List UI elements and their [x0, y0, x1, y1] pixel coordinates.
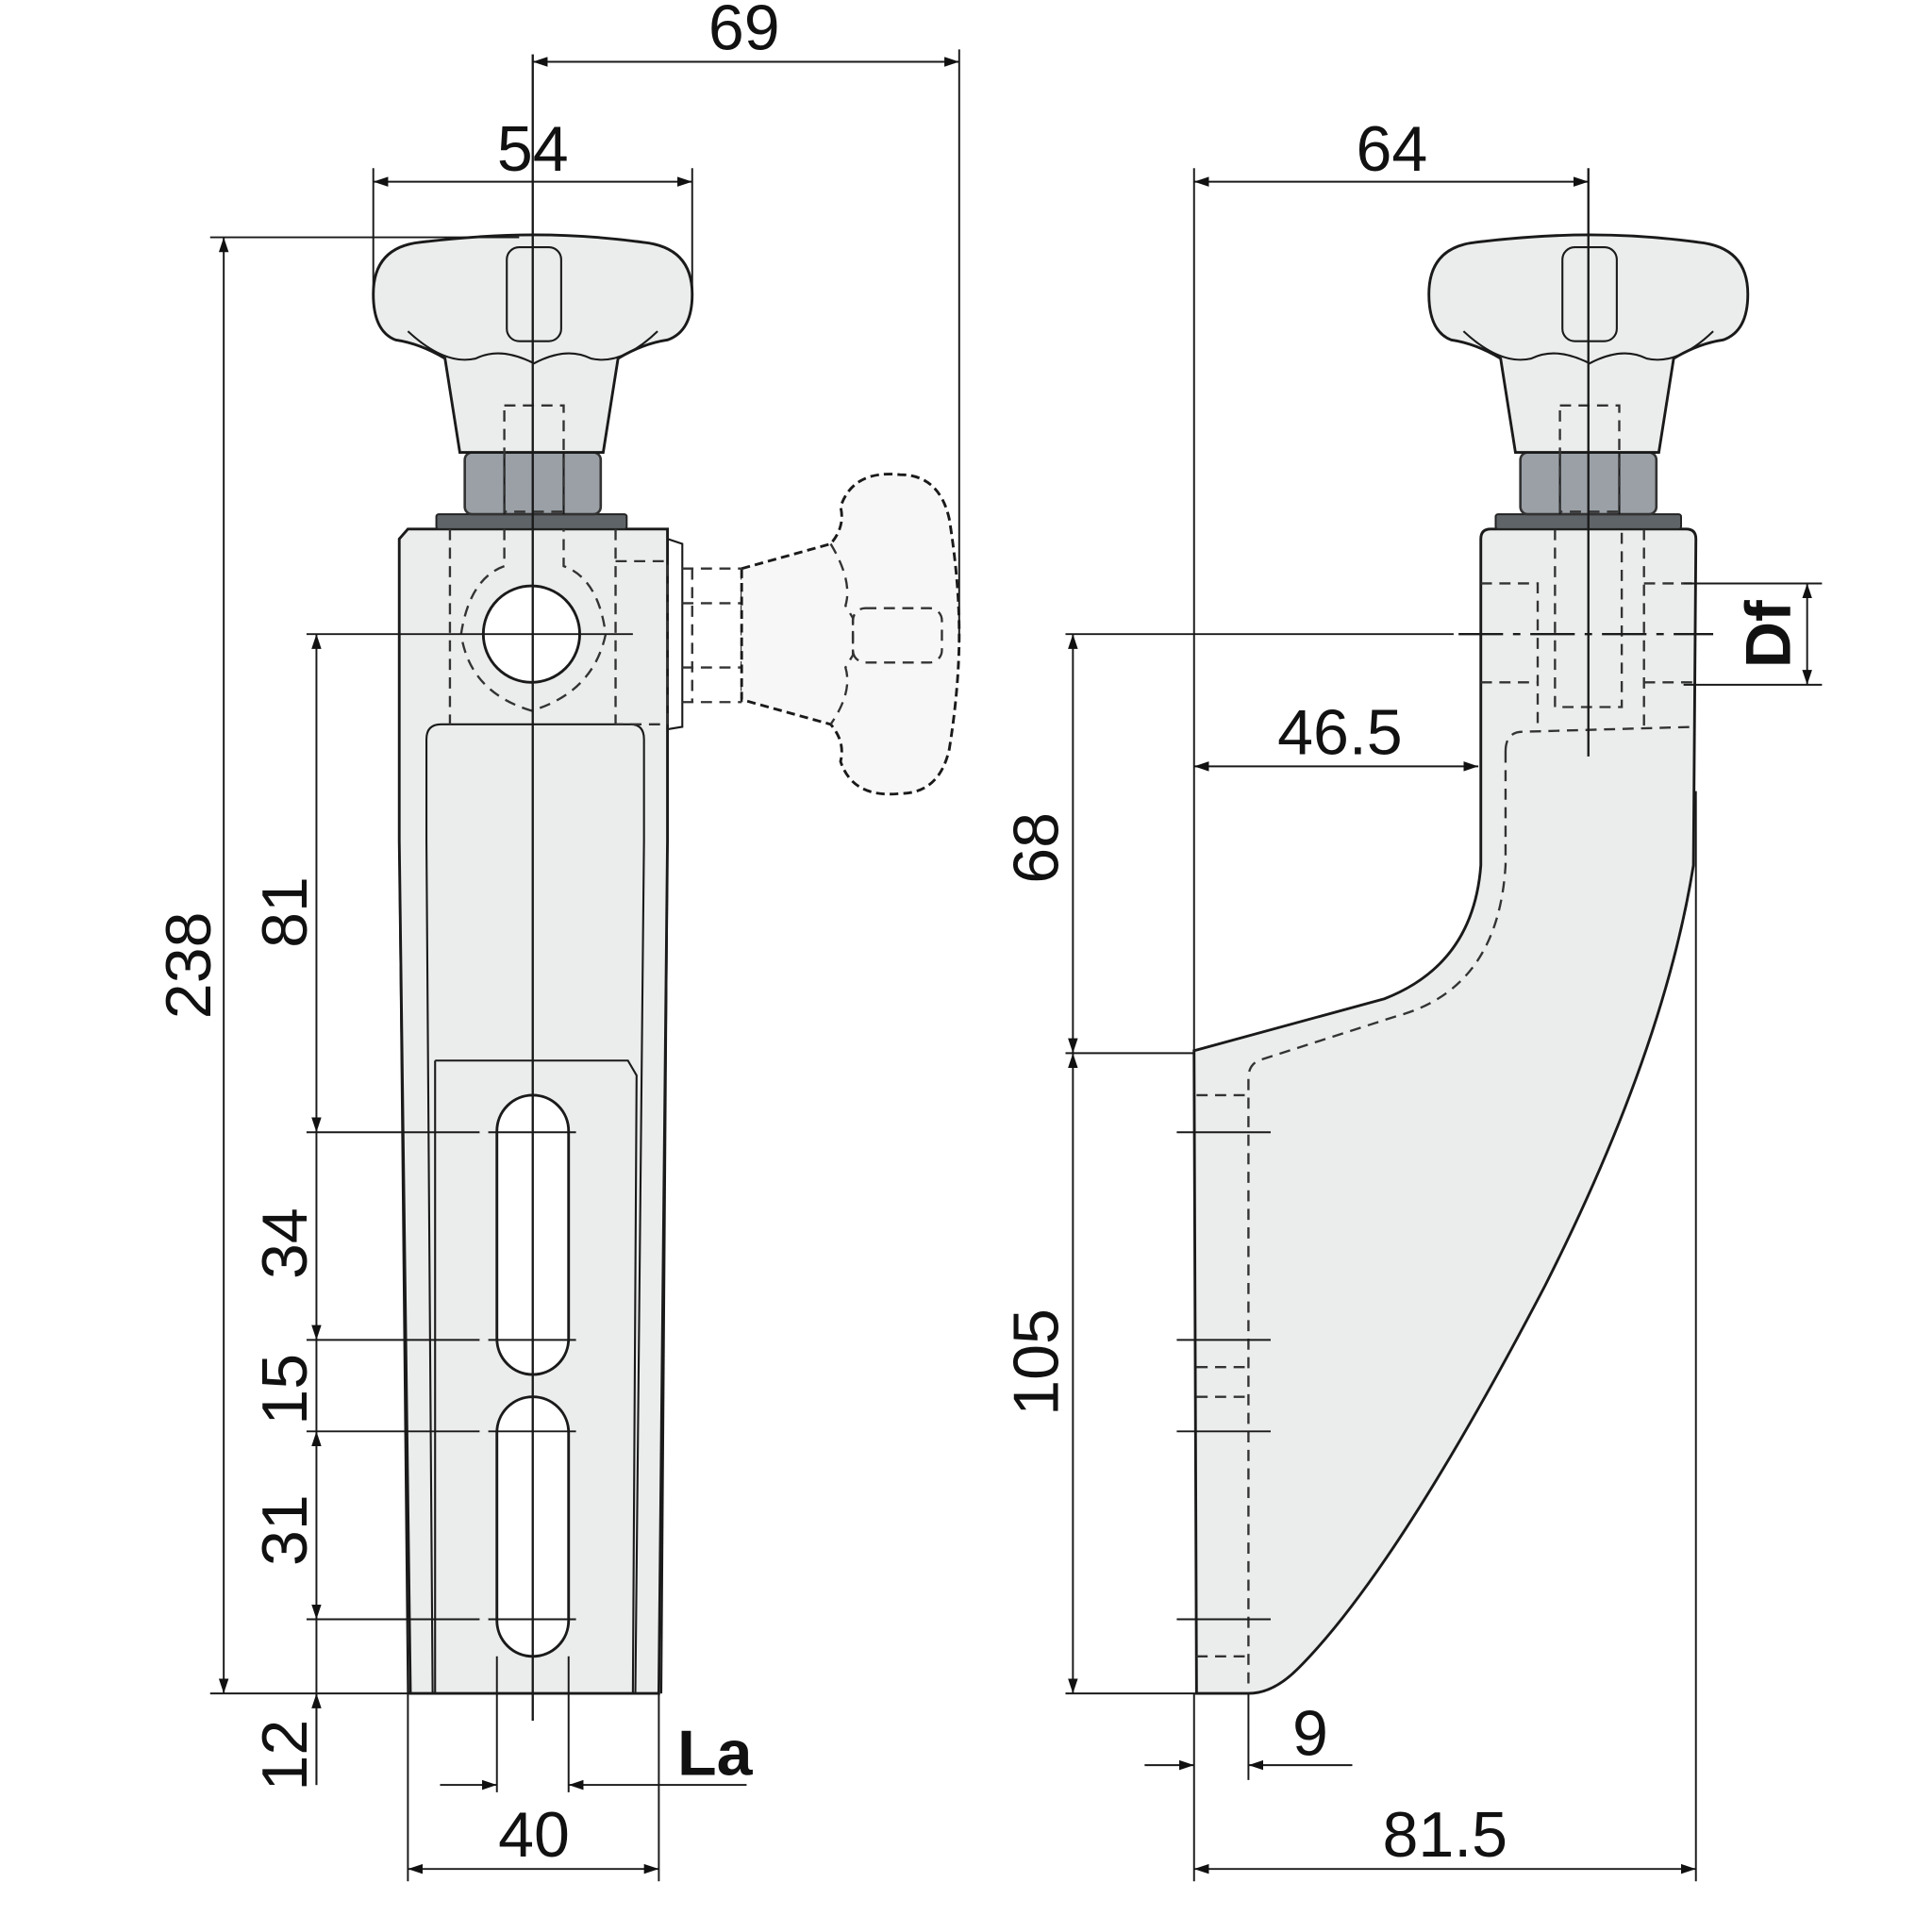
- dim-238: 238: [153, 236, 520, 1695]
- dim-12-label: 12: [249, 1720, 321, 1791]
- dim-34-label: 34: [249, 1208, 321, 1279]
- dim-40: 40: [407, 1693, 660, 1882]
- side-view: 64 Df 46.5 68 105: [1001, 113, 1823, 1882]
- dim-69-label: 69: [708, 0, 780, 63]
- dim-238-label: 238: [153, 912, 225, 1020]
- dim-46-5-label: 46.5: [1277, 696, 1403, 768]
- side-bracket-body: [1192, 527, 1698, 1695]
- dim-54: 54: [372, 113, 693, 292]
- dim-df: Df: [1683, 582, 1823, 686]
- front-view: 69 54 238: [153, 0, 961, 1882]
- dim-81-5-label: 81.5: [1382, 1799, 1507, 1871]
- dim-64: 64: [1192, 113, 1589, 1051]
- dim-la-label: La: [677, 1718, 754, 1790]
- dim-9: 9: [1144, 1693, 1353, 1882]
- dim-105: 105: [1001, 1053, 1271, 1695]
- dim-la: La: [440, 1656, 754, 1792]
- dim-54-label: 54: [497, 113, 569, 185]
- front-side-knob: [740, 473, 961, 796]
- dim-9-label: 9: [1292, 1698, 1328, 1770]
- dim-31-label: 31: [249, 1494, 321, 1566]
- dim-69: 69: [532, 0, 960, 643]
- side-hidden-profile: [1247, 725, 1696, 1687]
- dim-chain-slots: 81 34 15 31 12: [249, 634, 576, 1791]
- front-slot-plate: [434, 1059, 638, 1694]
- front-washer: [435, 513, 628, 530]
- dim-40-label: 40: [498, 1799, 570, 1871]
- dim-81-5: 81.5: [1193, 791, 1697, 1882]
- front-side-screw: [682, 567, 743, 704]
- dim-46-5: 46.5: [1193, 696, 1479, 772]
- dim-68-label: 68: [1001, 812, 1073, 884]
- dim-64-label: 64: [1357, 113, 1428, 185]
- dim-15-label: 15: [249, 1354, 321, 1425]
- front-side-block: [615, 559, 669, 726]
- dim-105-label: 105: [1001, 1308, 1073, 1416]
- dim-df-label: Df: [1732, 600, 1804, 668]
- dim-81-label: 81: [249, 876, 321, 948]
- dim-68: 68: [1001, 634, 1194, 1055]
